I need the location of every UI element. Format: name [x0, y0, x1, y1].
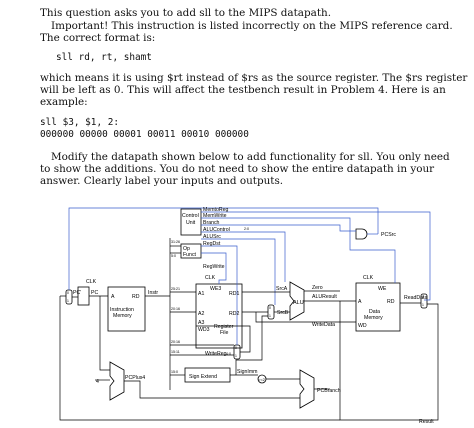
control-unit-box: [180, 208, 202, 236]
alu-shape: [289, 281, 305, 321]
op-bits: 31:26: [171, 240, 180, 244]
instruction-memory-box: [107, 286, 146, 332]
rf-name-1: Register: [214, 324, 234, 330]
rf-rd2: RD2: [229, 311, 239, 317]
important-label: Important!: [51, 20, 109, 32]
control-unit-title-2: Unit: [186, 220, 196, 226]
imem-name-1: Instruction: [110, 307, 134, 313]
pc-mux-0: 0: [67, 291, 69, 295]
dmem-wd: WD: [358, 323, 367, 329]
explanation-line-1: which means it is using $rt instead of $…: [40, 72, 468, 84]
signal-memtoreg: MemtoReg: [203, 207, 228, 213]
branch-adder-shape: [299, 369, 315, 409]
memtoreg-mux-1: 1: [422, 303, 424, 307]
branch-and-gate: [355, 228, 368, 240]
format-intro: The correct format is:: [40, 32, 156, 44]
question-intro: This question asks you to add sll to the…: [40, 7, 331, 19]
rf-a2: A2: [198, 311, 204, 317]
important-text: This instruction is listed incorrectly o…: [108, 20, 453, 32]
rd-bits: 15:11: [171, 350, 180, 354]
pc-adder-shape: [109, 361, 125, 401]
alu-label: ALU: [293, 300, 304, 306]
task-line-1: Modify the datapath shown below to add f…: [51, 151, 450, 163]
rf-a3: A3: [198, 320, 204, 326]
memtoreg-mux-0: 0: [422, 295, 424, 299]
dmem-name-1: Data: [369, 309, 380, 315]
control-unit-title-1: Control: [182, 213, 199, 219]
rt-bits-2: 20:16: [171, 340, 180, 344]
aluresult-label: ALUResult: [312, 294, 337, 300]
pc-mux-1: 1: [67, 299, 69, 303]
regdst-mux-0: 0: [235, 346, 237, 350]
example-assembly: sll $3, $1, 2:: [40, 117, 120, 128]
data-memory-box: [355, 282, 401, 332]
signal-memwrite: MemWrite: [203, 213, 227, 219]
pc-label: PC: [91, 290, 98, 296]
dmem-name-2: Memory: [364, 315, 383, 321]
pcsrc-label: PCSrc: [381, 232, 396, 238]
shift-label: <<2: [258, 377, 266, 382]
task-line-3: answer. Clearly label your inputs and ou…: [40, 175, 284, 187]
rs-bits: 25:21: [171, 287, 180, 291]
format-code: sll rd, rt, shamt: [56, 52, 152, 63]
regdst-mux-1: 1: [235, 354, 237, 358]
rf-name-2: File: [220, 330, 228, 336]
dmem-we: WE: [378, 286, 387, 292]
writereg-label: WriteReg: [205, 351, 227, 357]
rf-rd1: RD1: [229, 291, 239, 297]
explanation-line-3: example:: [40, 96, 88, 108]
signal-regdst: RegDst: [203, 241, 221, 247]
srcb-mux-0: 0: [269, 306, 271, 310]
constant-four: 4: [96, 379, 99, 385]
imem-rd: RD: [132, 294, 140, 300]
funct-bits: 5:0: [171, 254, 176, 258]
result-label: Result: [419, 419, 434, 425]
dmem-rd: RD: [387, 299, 395, 305]
readdata-label: ReadData: [404, 295, 427, 301]
srca-label: SrcA: [276, 286, 288, 292]
signimm-label: SignImm: [237, 369, 257, 375]
clk-pc: CLK: [86, 279, 97, 285]
example-binary: 000000 00000 00001 00011 00010 000000: [40, 129, 249, 140]
signal-branch: Branch: [203, 220, 220, 226]
dmem-a: A: [358, 299, 362, 305]
pc-prime-label: PC': [73, 290, 81, 296]
op-label: Op: [183, 246, 190, 252]
memtoreg-mux: [420, 293, 428, 309]
signal-regwrite: RegWrite: [203, 264, 225, 270]
srcb-mux-1: 1: [269, 314, 271, 318]
decoder-box: [180, 243, 202, 259]
writedata-label: WriteData: [312, 322, 335, 328]
signal-alucontrol: ALUControl: [203, 227, 230, 233]
rf-a1: A1: [198, 291, 204, 297]
writereg-bits: 4:0: [226, 352, 231, 356]
clk-regfile: CLK: [205, 275, 216, 281]
alucontrol-bits: 2:0: [244, 227, 249, 231]
rf-we3: WE3: [210, 286, 221, 292]
funct-label: Funct: [183, 252, 197, 258]
imm-bits: 15:0: [171, 370, 178, 374]
imem-a: A: [111, 294, 115, 300]
signext-label: Sign Extend: [189, 374, 217, 380]
pcplus4-label: PCPlus4: [125, 375, 145, 381]
explanation-line-2: will be left as 0. This will affect the …: [40, 84, 446, 96]
imem-name-2: Memory: [113, 313, 132, 319]
clk-datamem: CLK: [363, 275, 374, 281]
instr-label: Instr: [148, 290, 158, 296]
srcb-label: SrcB: [277, 310, 289, 316]
signal-alusrc: ALUSrc: [203, 234, 221, 240]
task-line-2: to show the additions. You do not need t…: [40, 163, 435, 175]
rf-wd3: WD3: [198, 327, 210, 333]
rt-bits: 20:16: [171, 307, 180, 311]
zero-label: Zero: [312, 285, 323, 291]
pcbranch-label: PCBranch: [317, 388, 341, 394]
important-note: Important! This instruction is listed in…: [51, 20, 453, 33]
